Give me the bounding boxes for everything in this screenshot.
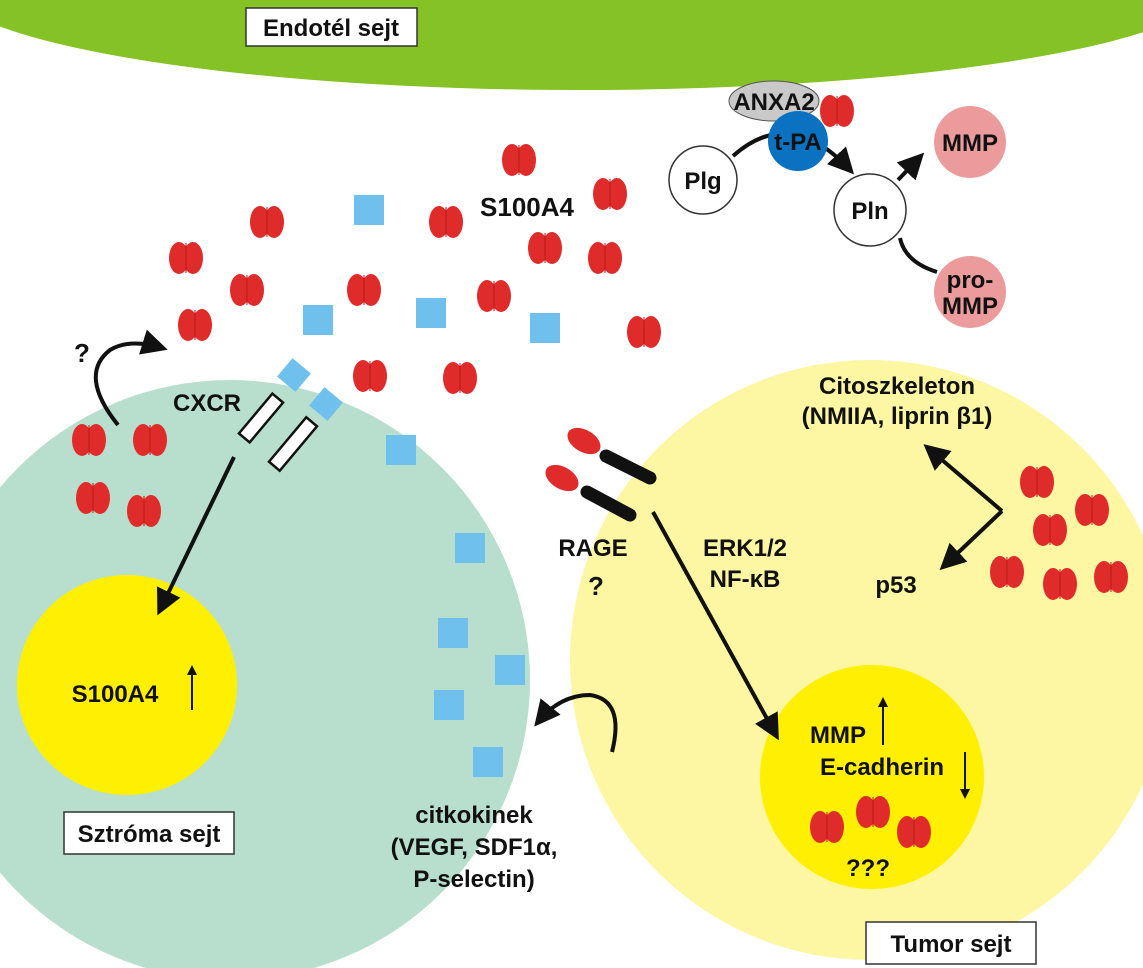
cytokines-list-label-2: P-selectin) xyxy=(413,866,534,893)
endothelial-cell xyxy=(0,0,1143,90)
stroma-nucleus-label: S100A4 xyxy=(72,681,159,708)
mmp-circle xyxy=(934,106,1006,178)
s100a4-dimer xyxy=(442,361,478,395)
to-p53-arrow xyxy=(939,509,1004,571)
rage-label: RAGE xyxy=(558,535,627,562)
endothelial-cell-label: Endotél sejt xyxy=(245,7,418,47)
s100a4-dimer xyxy=(1032,513,1068,547)
pro-mmp-to-pln-curve xyxy=(898,237,938,274)
rage-to-nucleus-arrow xyxy=(651,511,779,741)
s100a4-dimer xyxy=(428,205,464,239)
pln-circle xyxy=(833,173,907,247)
s100a4-dimer xyxy=(346,273,382,307)
nfkb-label: NF-κB xyxy=(710,566,781,593)
s100a4-dimer xyxy=(126,494,162,528)
stroma-nucleus xyxy=(17,575,237,795)
s100a4-dimer xyxy=(352,359,388,393)
s100a4-dimer xyxy=(168,241,204,275)
s100a4-dimer xyxy=(1019,465,1055,499)
cytokine-square xyxy=(354,195,384,225)
cytokines-list-label-1: (VEGF, SDF1α, xyxy=(391,834,558,861)
anxa2-ellipse xyxy=(728,80,820,122)
pro-mmp-label-line2: MMP xyxy=(942,293,998,320)
cytokine-secretion-arrow xyxy=(534,692,618,753)
tumor-cell-label: Tumor sejt xyxy=(865,921,1037,965)
s100a4-dimer xyxy=(132,423,168,457)
rage-receptor-1 xyxy=(567,427,657,485)
cxcr-label: CXCR xyxy=(173,390,241,417)
cytoskeleton-components-label: (NMIIA, liprin β1) xyxy=(802,403,993,430)
s100a4-dimer xyxy=(592,177,628,211)
cxcr-receptor-1 xyxy=(237,358,311,445)
tumor-mmp-label: MMP xyxy=(810,722,866,749)
s100a4-label: S100A4 xyxy=(480,192,574,222)
plg-label: Plg xyxy=(684,168,721,195)
s100a4-dimer xyxy=(626,315,662,349)
pln-label: Pln xyxy=(851,198,888,225)
extracellular-s100a4 xyxy=(168,143,662,395)
svg-text:Endotél sejt: Endotél sejt xyxy=(263,15,399,42)
s100a4-dimer xyxy=(1042,567,1078,601)
svg-text:Tumor sejt: Tumor sejt xyxy=(891,931,1012,958)
rage-receptor-2 xyxy=(545,464,637,522)
cytokine-square xyxy=(473,747,503,777)
s100a4-dimer xyxy=(1074,493,1110,527)
cytokine-square xyxy=(495,655,525,685)
cytokine-square xyxy=(303,305,333,335)
cytokine-square xyxy=(386,435,416,465)
s100a4-dimer xyxy=(177,308,213,342)
pro-mmp-circle xyxy=(934,256,1006,328)
s100a4-dimer xyxy=(809,810,845,844)
cytokine-square xyxy=(455,533,485,563)
s100a4-dimer xyxy=(1093,560,1129,594)
cytokine-square xyxy=(530,313,560,343)
s100a4-dimer xyxy=(896,815,932,849)
cytoskeleton-label: Citoszkeleton xyxy=(819,373,975,400)
tumor-nucleus-question: ??? xyxy=(846,855,890,882)
s100a4-dimer xyxy=(587,241,623,275)
tpa-label: t-PA xyxy=(774,129,822,156)
cytokine-square xyxy=(434,690,464,720)
mmp-label: MMP xyxy=(942,130,998,157)
cxcr-receptor-2 xyxy=(267,387,343,473)
pln-to-mmp-arrow xyxy=(896,152,925,182)
cytokines-label: citkokinek xyxy=(415,802,533,829)
s100a4-dimer xyxy=(71,423,107,457)
cxcr-to-nucleus-arrow xyxy=(157,456,236,616)
s100a4-dimer xyxy=(989,555,1025,589)
s100a4-dimer xyxy=(476,279,512,313)
s100a4-dimer xyxy=(249,205,285,239)
cytokine-square xyxy=(438,618,468,648)
s100a4-dimer xyxy=(229,273,265,307)
tumor-ecadherin-label: E-cadherin xyxy=(820,754,944,781)
question-mark-rage: ? xyxy=(588,571,604,601)
stroma-cell-label: Sztróma sejt xyxy=(63,811,235,855)
tpa-circle xyxy=(768,111,828,171)
s100a4-dimer xyxy=(501,143,537,177)
secretion-curve-arrow xyxy=(93,329,168,427)
s100a4-dimer xyxy=(75,481,111,515)
pro-mmp-label-line1: pro- xyxy=(947,267,994,294)
to-cytoskeleton-arrow xyxy=(923,444,1004,513)
cytokine-square xyxy=(416,298,446,328)
svg-text:Sztróma sejt: Sztróma sejt xyxy=(78,821,221,848)
plg-circle xyxy=(668,145,738,215)
s100a4-dimer xyxy=(527,231,563,265)
p53-label: p53 xyxy=(875,572,916,599)
s100a4-dimer-anxa2 xyxy=(819,94,855,128)
s100a4-dimer xyxy=(855,795,891,829)
question-mark-stroma: ? xyxy=(74,338,90,368)
erk-label: ERK1/2 xyxy=(703,535,787,562)
